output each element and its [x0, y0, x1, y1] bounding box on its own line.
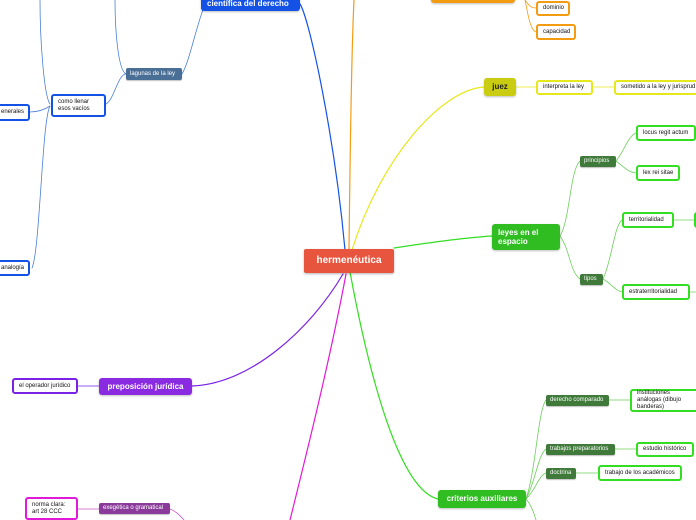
- connector-center-juez: [351, 86, 485, 251]
- connector-orange-capacidad: [524, 0, 537, 33]
- topic-juez[interactable]: juez: [484, 78, 516, 96]
- topic-leyes-en-el-espacio[interactable]: leyes en el espacio: [492, 224, 560, 250]
- connector-tipos-territorialidad: [602, 219, 623, 280]
- connector-center-orange: [348, 0, 355, 251]
- leaf-generales[interactable]: enerales: [0, 104, 30, 121]
- leaf-dominio[interactable]: dominio: [536, 1, 570, 16]
- connector-principios-lexrei: [615, 160, 637, 174]
- leaf-trabajo-de-los-academicos[interactable]: trabajo de los académicos: [598, 465, 682, 481]
- connector-tipos-extraterritorialidad: [602, 278, 623, 293]
- leaf-sometido-a-la-ley[interactable]: sometido a la ley y jurisprud: [614, 80, 696, 95]
- connector-orange-dominio: [524, 0, 537, 9]
- leaf-norma-clara[interactable]: norma clara: art 28 CCC: [25, 497, 78, 520]
- subtopic-exegetica-o-gramatical[interactable]: exegética o gramatical: [99, 503, 170, 514]
- subtopic-principios[interactable]: principios: [580, 156, 616, 167]
- connector-llenar-analogia: [31, 105, 51, 269]
- leaf-estudio-historico[interactable]: estudio histórico: [636, 442, 694, 457]
- connector-center-magenta: [289, 273, 347, 520]
- leaf-el-operador-juridico[interactable]: el operador jurídico: [12, 378, 78, 394]
- topic-criterios-auxiliares[interactable]: criterios auxiliares: [438, 490, 526, 508]
- connector-center-leyes: [393, 235, 493, 249]
- subtopic-lagunas-de-la-ley[interactable]: lagunas de la ley: [126, 68, 182, 80]
- leaf-lex-rei-sitae[interactable]: lex rei sitae: [636, 165, 680, 181]
- leaf-analogia[interactable]: analogía: [0, 260, 30, 276]
- connector-criterios-doctrina: [525, 472, 547, 500]
- connector-lagunas-up: [114, 0, 127, 75]
- leaf-estraterritorialidad[interactable]: estraterritorialidad: [622, 284, 690, 300]
- connector-criterios-derecho: [525, 399, 547, 500]
- central-topic[interactable]: hermenéutica: [304, 249, 394, 273]
- subtopic-derecho-comparado[interactable]: derecho comparado: [546, 395, 609, 406]
- connector-magenta-exegetica: [169, 508, 185, 520]
- leaf-capacidad[interactable]: capacidad: [536, 24, 576, 40]
- connector-center-cientifica: [299, 3, 346, 251]
- topic-preposicion-juridica[interactable]: preposición jurídica: [99, 378, 192, 395]
- topic-cientifica-del-derecho[interactable]: científica del derecho: [201, 0, 300, 11]
- topic-orange-partial[interactable]: [431, 0, 515, 3]
- connector-leyes-principios: [559, 160, 581, 237]
- leaf-interpreta-la-ley[interactable]: interpreta la ley: [536, 80, 593, 95]
- leaf-extraterritorialidad-partial[interactable]: [694, 212, 696, 228]
- subtopic-tipos[interactable]: tipos: [580, 274, 603, 285]
- subtopic-trabajos-preparatorios[interactable]: trabajos preparatorios: [546, 444, 615, 455]
- connector-cientifica-lagunas: [181, 3, 206, 75]
- subtopic-doctrina[interactable]: doctrina: [546, 468, 576, 479]
- connector-principios-locus: [615, 132, 637, 162]
- connector-center-criterios: [349, 271, 439, 500]
- connector-llenar-up: [39, 0, 51, 105]
- leaf-como-llenar[interactable]: como llenar esos vacíos: [51, 94, 106, 117]
- connector-llenar-generales: [29, 105, 51, 113]
- connector-criterios-trabajos: [525, 448, 547, 500]
- connector-lagunas-llenar: [105, 73, 127, 105]
- connector-criterios-down: [525, 498, 537, 520]
- leaf-instituciones-analogas[interactable]: instituciones análogas (dibujo banderas): [630, 389, 696, 412]
- leaf-locus-regit-actum[interactable]: locus regit actum: [636, 125, 696, 141]
- connector-center-preposicion: [191, 273, 344, 387]
- connector-leyes-tipos: [559, 235, 581, 280]
- leaf-territorialidad[interactable]: territorialidad: [622, 212, 674, 228]
